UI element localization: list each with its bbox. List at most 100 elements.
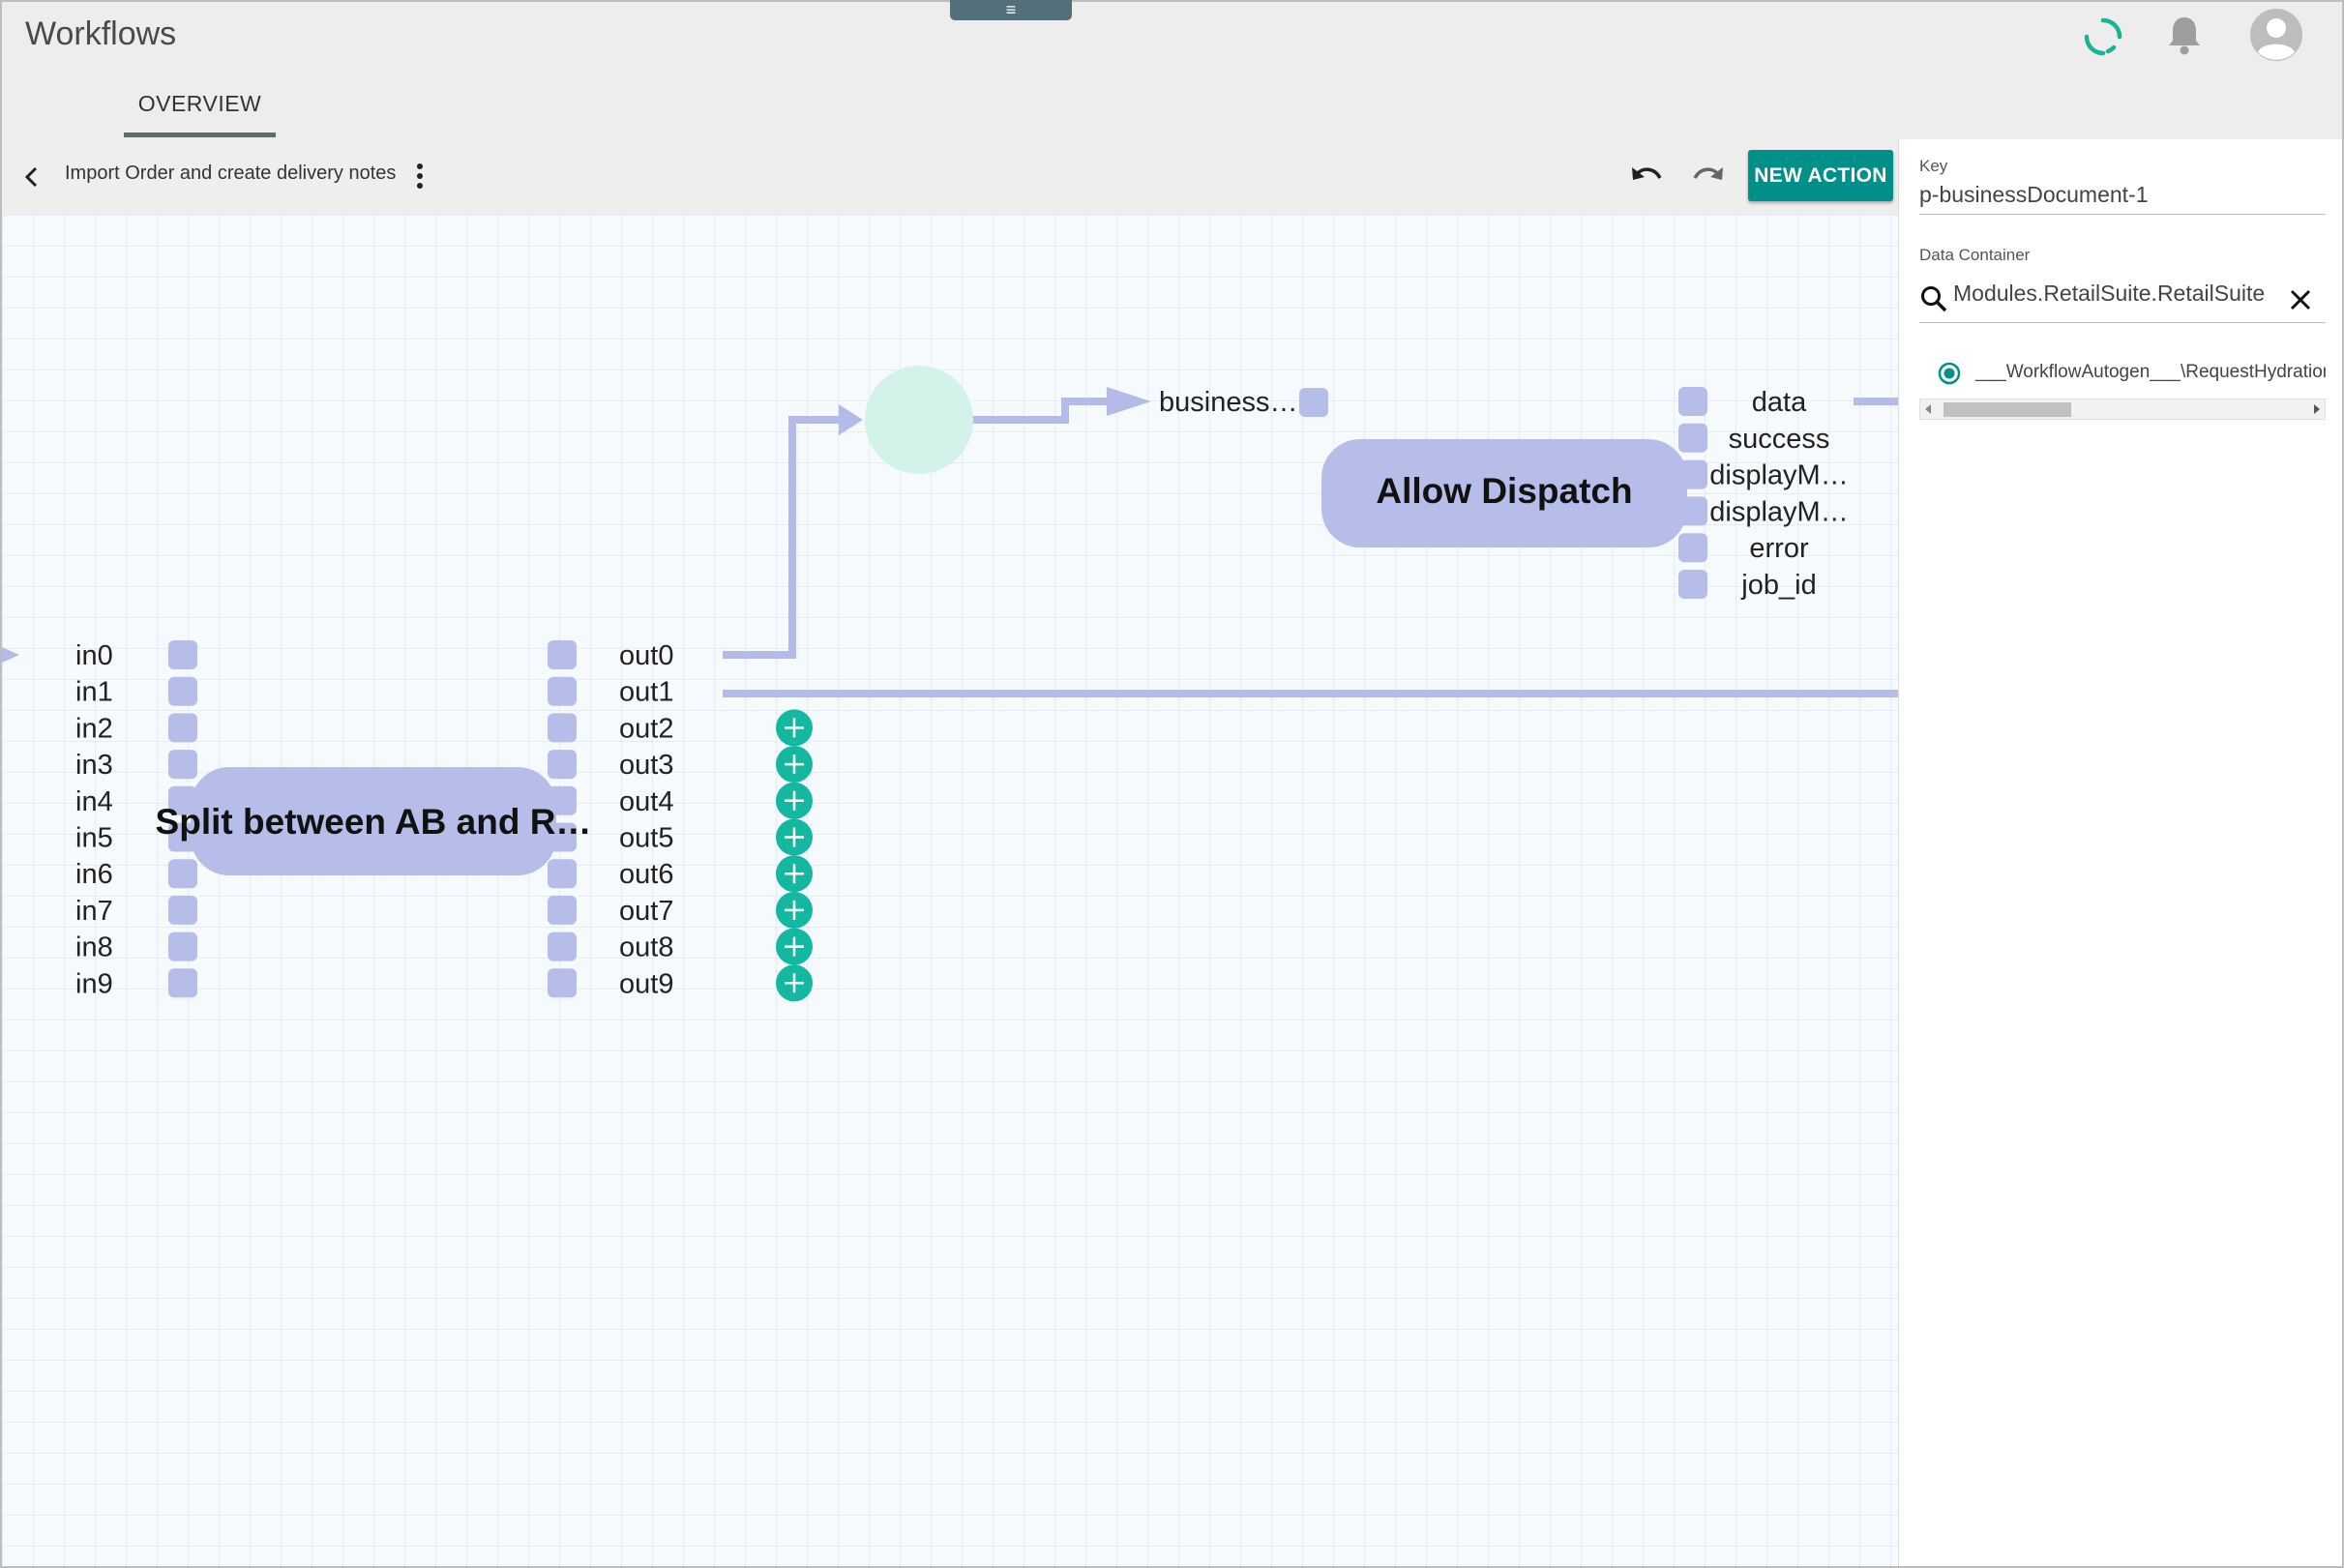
split-input-port[interactable] — [168, 822, 197, 852]
arrow-head — [839, 404, 863, 435]
add-connection-button[interactable] — [776, 818, 813, 856]
split-output-port[interactable] — [548, 676, 577, 706]
split-output-label: out1 — [619, 677, 673, 708]
tab-overview[interactable]: OVERVIEW — [124, 87, 276, 137]
split-output-port[interactable] — [548, 640, 577, 669]
more-vert-icon[interactable] — [412, 161, 428, 192]
plus-icon — [785, 790, 804, 811]
connections — [723, 398, 1898, 697]
scroll-left-icon[interactable] — [1925, 404, 1931, 414]
properties-panel: Key p-businessDocument-1 Data Container … — [1898, 139, 2342, 1566]
plus-icon — [785, 900, 804, 920]
bell-icon[interactable] — [2165, 14, 2204, 56]
plus-icon — [785, 754, 804, 775]
split-output-label: out2 — [619, 713, 673, 744]
dispatch-output-label: success — [1729, 424, 1830, 455]
arrow-head — [1107, 387, 1151, 416]
dispatch-output-port[interactable] — [1678, 459, 1707, 489]
split-output-label: out6 — [619, 859, 673, 890]
split-input-label: in0 — [75, 640, 113, 671]
split-input-port[interactable] — [168, 713, 197, 743]
spinner-icon — [2084, 17, 2122, 56]
dispatch-output-label: error — [1749, 533, 1809, 564]
dispatch-output-label: job_id — [1740, 570, 1816, 601]
add-connection-button[interactable] — [776, 746, 813, 784]
back-icon[interactable] — [21, 164, 43, 190]
split-output-port[interactable] — [548, 932, 577, 962]
add-connection-button[interactable] — [776, 855, 813, 893]
dispatch-output-label: displayM… — [1709, 496, 1848, 527]
split-output-port[interactable] — [548, 713, 577, 743]
split-input-port[interactable] — [168, 676, 197, 706]
split-input-port[interactable] — [168, 640, 197, 669]
plus-icon — [785, 864, 804, 884]
split-input-port[interactable] — [168, 785, 197, 815]
option-label: ___WorkflowAutogen___\RequestHydration — [1975, 362, 2326, 382]
scrollbar-thumb[interactable] — [1943, 402, 2071, 417]
scroll-right-icon[interactable] — [2314, 404, 2320, 414]
plus-icon — [785, 718, 804, 738]
split-output-label: out5 — [619, 823, 673, 854]
data-container-input[interactable] — [1953, 281, 2280, 307]
split-output-label: out3 — [619, 750, 673, 781]
split-input-label: in1 — [75, 677, 113, 708]
split-node-body — [191, 767, 556, 875]
new-action-button[interactable]: NEW ACTION — [1748, 150, 1893, 201]
key-label: Key — [1919, 157, 1948, 175]
add-connection-button[interactable] — [776, 928, 813, 965]
split-input-label: in5 — [75, 823, 113, 854]
data-container-option[interactable]: ___WorkflowAutogen___\RequestHydration — [1919, 356, 2326, 391]
split-output-port[interactable] — [548, 785, 577, 815]
add-connection-button[interactable] — [776, 891, 813, 929]
split-input-port[interactable] — [168, 859, 197, 889]
redo-icon[interactable] — [1691, 161, 1726, 192]
key-field[interactable]: p-businessDocument-1 — [1919, 182, 2326, 215]
data-container-field — [1919, 279, 2326, 323]
split-node-label: Split between AB and R… — [156, 802, 592, 842]
split-input-port[interactable] — [168, 750, 197, 780]
undo-icon[interactable] — [1629, 161, 1664, 192]
split-input-port[interactable] — [168, 895, 197, 925]
dispatch-output-port[interactable] — [1678, 570, 1707, 599]
split-output-label: out4 — [619, 786, 673, 817]
split-input-port[interactable] — [168, 932, 197, 962]
workflow-name: Import Order and create delivery notes — [65, 163, 397, 184]
connection-out0-join — [723, 416, 839, 659]
split-output-port[interactable] — [548, 895, 577, 925]
add-connection-button[interactable] — [776, 782, 813, 819]
dispatch-output-port[interactable] — [1678, 423, 1707, 453]
split-input-label: in4 — [75, 786, 113, 817]
plus-icon — [785, 936, 804, 957]
dispatch-output-port[interactable] — [1678, 387, 1707, 416]
dispatch-node[interactable]: Allow Dispatch business… datasuccessdisp… — [1159, 387, 1849, 601]
split-input-label: in9 — [75, 968, 113, 999]
split-output-port[interactable] — [548, 822, 577, 852]
close-icon[interactable] — [2289, 288, 2312, 311]
dispatch-input-port[interactable] — [1299, 388, 1328, 417]
split-input-label: in2 — [75, 713, 113, 744]
split-input-label: in6 — [75, 859, 113, 890]
plus-icon — [785, 827, 804, 847]
arrow-head — [2, 647, 19, 663]
avatar-icon[interactable] — [2249, 8, 2303, 62]
split-output-port[interactable] — [548, 750, 577, 780]
horizontal-scrollbar[interactable] — [1919, 399, 2326, 420]
dispatch-output-label: displayM… — [1709, 460, 1848, 491]
add-connection-button[interactable] — [776, 964, 813, 1002]
split-input-port[interactable] — [168, 968, 197, 998]
split-output-label: out0 — [619, 640, 673, 671]
add-connection-button[interactable] — [776, 709, 813, 747]
drawer-handle[interactable]: ≡ — [950, 0, 1072, 20]
radio-selected-icon[interactable] — [1938, 362, 1961, 385]
dispatch-input-label: business… — [1159, 387, 1297, 418]
join-node[interactable] — [865, 366, 973, 474]
split-output-label: out8 — [619, 932, 673, 963]
split-output-port[interactable] — [548, 859, 577, 889]
dispatch-output-port[interactable] — [1678, 496, 1707, 526]
dispatch-output-port[interactable] — [1678, 533, 1707, 563]
split-output-port[interactable] — [548, 968, 577, 998]
